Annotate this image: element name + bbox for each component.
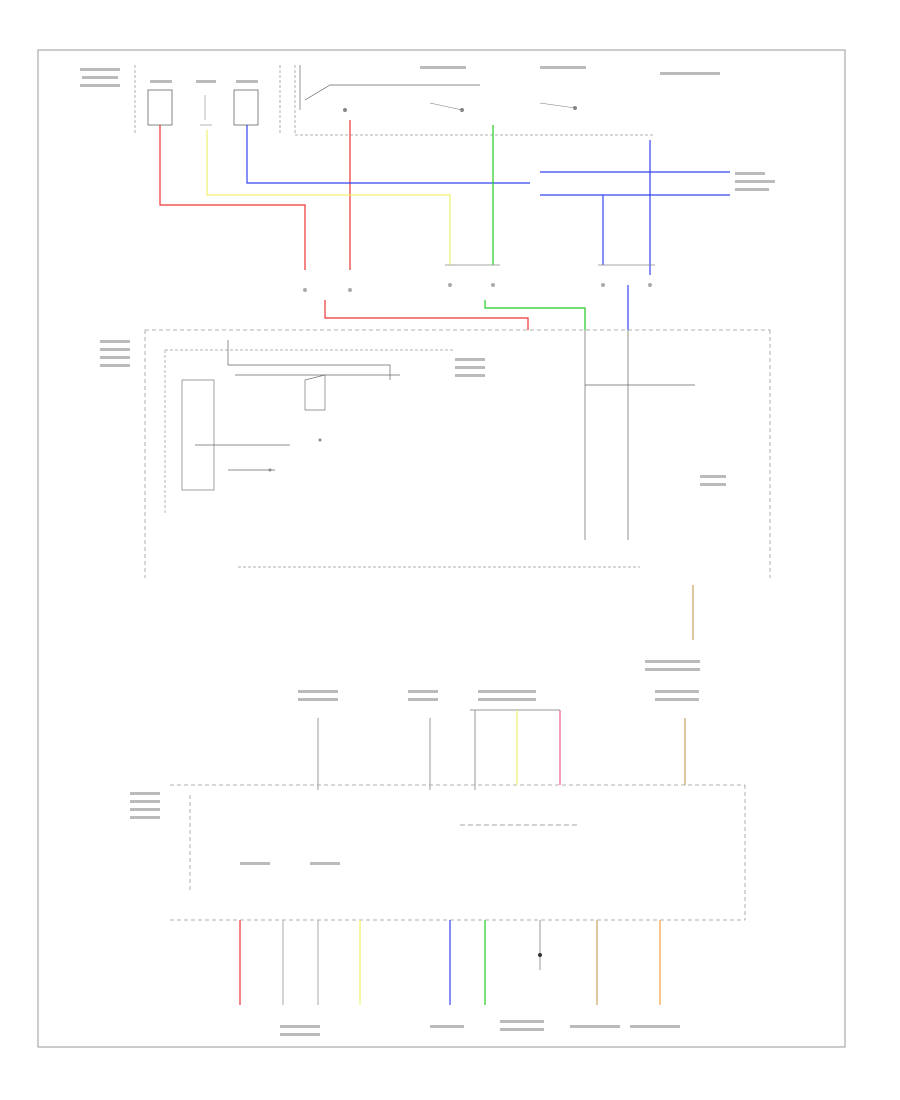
junction-block-upper (144, 329, 771, 578)
connector-icon (601, 283, 605, 287)
switch-icon (268, 468, 272, 472)
wire-blue (246, 125, 730, 330)
relay-icon (147, 89, 173, 126)
ground-icon (538, 953, 542, 957)
wire-green (484, 125, 586, 330)
wire-red (159, 120, 529, 330)
relay-icon (181, 379, 215, 491)
junction-block-lower (170, 709, 746, 921)
wire-yellow (206, 130, 451, 265)
ignition-switch-block (294, 65, 655, 136)
connector-row-top (303, 264, 655, 292)
lower-input-wires (317, 710, 686, 790)
connector-icon (491, 283, 495, 287)
label-marks (80, 66, 775, 1036)
lower-output-wires (239, 920, 661, 1005)
relay-icon (233, 89, 259, 126)
switch-icon (318, 438, 322, 442)
relay-block (134, 65, 281, 135)
connector-icon (448, 283, 452, 287)
connector-icon (348, 288, 352, 292)
connector-icon (303, 288, 307, 292)
switch-icon (343, 108, 347, 112)
connector-icon (648, 283, 652, 287)
diagram-frame (37, 49, 846, 1048)
